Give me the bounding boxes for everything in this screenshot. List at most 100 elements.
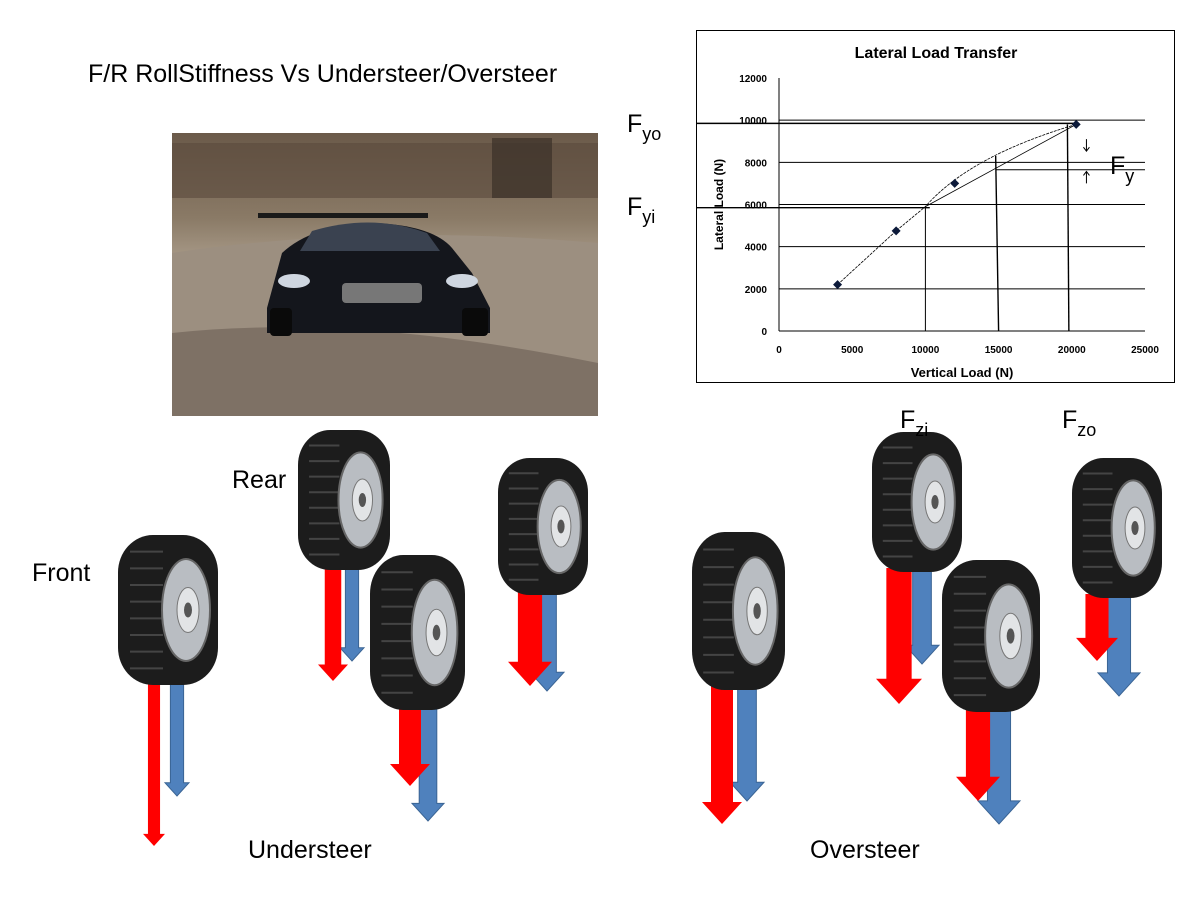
oversteer-front-tire (692, 532, 785, 690)
under-rr-inner-load-arrow (390, 706, 430, 786)
oversteer-rear-right-tire (942, 560, 1040, 712)
hub-center (753, 603, 761, 619)
y-tick-label: 0 (761, 327, 767, 338)
x-tick-label: 25000 (1131, 345, 1159, 356)
over-fr-outer-load-arrow (1096, 593, 1142, 697)
under-front-inner-load-arrow (143, 681, 165, 846)
x-tick-label: 20000 (1058, 345, 1086, 356)
understeer-rear-right-tire (370, 555, 465, 710)
under-rear-outer-load-arrow (338, 565, 366, 662)
slide-title: F/R RollStiffness Vs Understeer/Overstee… (88, 60, 558, 88)
wheel-rim (910, 453, 956, 551)
wheel-hub (1124, 506, 1146, 550)
over-rear-inner-load-arrow (876, 568, 922, 704)
oversteer-label: Oversteer (810, 836, 920, 864)
x-axis-label: Vertical Load (N) (911, 365, 1014, 380)
wheel-rim (536, 478, 582, 575)
force-fyo-sub: yo (642, 124, 662, 144)
lateral-load-transfer-chart: Lateral Load Transfer 0 2000 4000 6000 8000 10… (696, 30, 1175, 383)
tire-rubber (692, 532, 785, 690)
force-fyi-sub: yi (642, 207, 656, 227)
wheel-rim (337, 451, 384, 549)
front-label: Front (32, 559, 91, 587)
y-tick-label: 4000 (745, 243, 768, 254)
chart-frame (696, 30, 1175, 383)
force-fy-sub: y (1125, 166, 1135, 186)
data-point (891, 226, 901, 236)
tire-rubber (118, 535, 218, 685)
force-fy-main: F (1110, 152, 1126, 180)
under-fr-outer-load-arrow (528, 590, 566, 692)
hub-center (1131, 521, 1139, 535)
hub-center (1006, 628, 1015, 644)
y-tick-label: 12000 (739, 74, 767, 85)
wheel-rim (731, 556, 779, 666)
force-fyi-main: F (627, 193, 643, 221)
over-rear-outer-load-arrow (903, 567, 941, 665)
mean-load-reference-line (994, 155, 1000, 332)
tire-rubber (498, 458, 588, 595)
hub-center (557, 519, 565, 534)
over-front-inner-load-arrow (702, 686, 742, 824)
rear-label: Rear (232, 466, 287, 494)
hub-center (184, 602, 192, 618)
over-rr-inner-load-arrow (956, 708, 1001, 801)
chord-line (925, 124, 1077, 207)
data-point (1071, 119, 1081, 129)
tire-rubber (942, 560, 1040, 712)
wheel-hub (176, 587, 200, 633)
oversteer-rear-left-tire (872, 432, 962, 572)
wheel-hub (425, 608, 448, 657)
force-label-fyi: Fyi (627, 193, 655, 228)
x-tick-label: 15000 (985, 345, 1013, 356)
understeer-front-tire (118, 535, 218, 685)
hub-center (432, 624, 441, 641)
car (258, 213, 490, 336)
wheel-hub (746, 586, 768, 636)
chart-title: Lateral Load Transfer (855, 45, 1018, 62)
over-fr-inner-load-arrow (1076, 594, 1118, 661)
under-rr-outer-load-arrow (410, 705, 446, 822)
under-front-outer-load-arrow (163, 680, 191, 797)
understeer-front-right-tire (498, 458, 588, 595)
x-tick-label: 5000 (841, 345, 864, 356)
force-fzi-sub: zi (915, 420, 929, 440)
force-fzo-sub: zo (1077, 420, 1097, 440)
force-label-fyo: Fyo (627, 110, 661, 145)
wheel-rim (161, 558, 211, 662)
force-label-fzo: Fzo (1062, 406, 1096, 441)
tire-rubber (872, 432, 962, 572)
wheel-rim (984, 583, 1034, 689)
understeer-rear-left-tire (298, 430, 390, 570)
over-rr-outer-load-arrow (976, 707, 1022, 825)
force-fzi-main: F (900, 406, 916, 434)
wheel-rim (410, 578, 459, 687)
force-fyo-main: F (627, 110, 643, 138)
data-point (950, 178, 960, 188)
fzo-reference-line (1066, 124, 1070, 332)
wheel-hub (550, 505, 572, 548)
over-front-outer-load-arrow (728, 685, 766, 802)
y-tick-label: 8000 (745, 158, 768, 169)
x-tick-label: 10000 (911, 345, 939, 356)
fy-arrows (1083, 139, 1090, 184)
tire-rubber (298, 430, 390, 570)
data-point (833, 280, 843, 290)
force-fzo-main: F (1062, 406, 1078, 434)
wheel-hub (999, 612, 1022, 660)
force-label-fy: Fy (1110, 152, 1134, 187)
wheel-hub (351, 478, 374, 522)
y-tick-label: 6000 (745, 201, 768, 212)
tire-rubber (1072, 458, 1162, 598)
oversteer-front-right-tire (1072, 458, 1162, 598)
under-rear-inner-load-arrow (318, 566, 348, 681)
y-tick-label: 10000 (739, 116, 767, 127)
x-tick-label: 0 (776, 345, 782, 356)
hub-center (358, 493, 367, 507)
y-tick-label: 2000 (745, 285, 768, 296)
tire-rubber (370, 555, 465, 710)
wheel-hub (924, 480, 946, 524)
hub-center (931, 495, 939, 509)
wheel-rim (1110, 479, 1156, 577)
y-axis-label: Lateral Load (N) (712, 159, 726, 250)
